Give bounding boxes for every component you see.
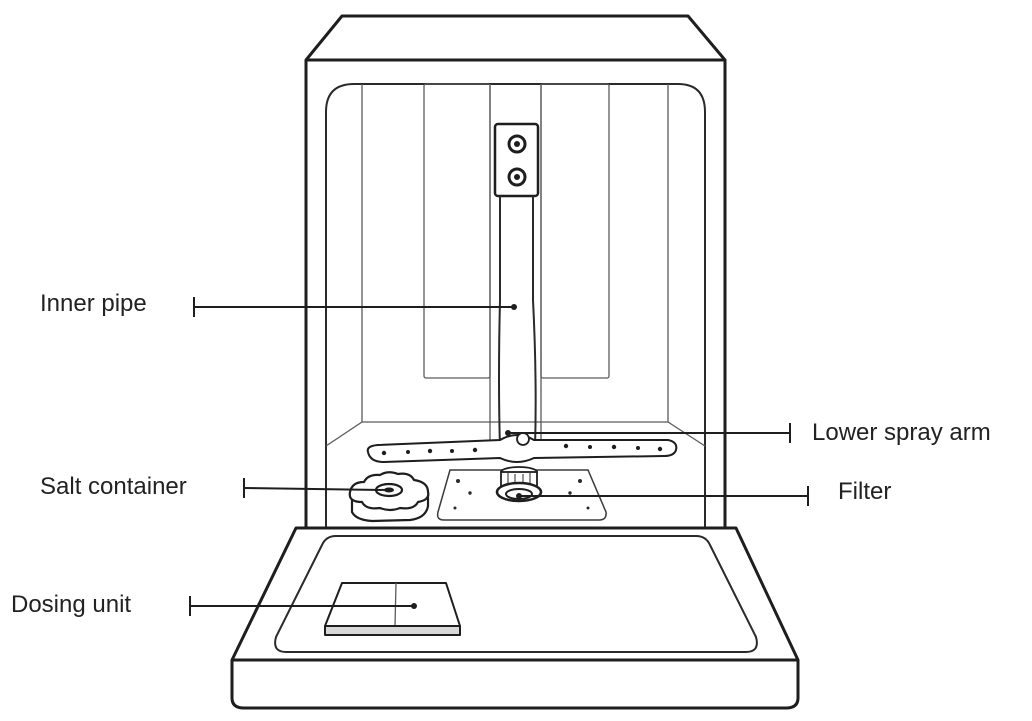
lower-spray-arm (366, 432, 678, 463)
label-filter: Filter (838, 478, 891, 505)
filter-plate-holes (453, 479, 590, 510)
pipe-connector-lower-hole-center (514, 174, 520, 180)
label-dosing-unit: Dosing unit (11, 591, 131, 618)
floor-left-corner (325, 421, 363, 447)
label-salt-container: Salt container (40, 473, 187, 500)
label-inner-pipe: Inner pipe (40, 290, 147, 317)
labels: Inner pipe Lower spray arm Salt containe… (11, 290, 991, 618)
filter-assembly (436, 466, 607, 521)
leader-lines (189, 297, 809, 616)
leader-inner-pipe-dot (511, 304, 517, 310)
pipe-connector-block (493, 122, 540, 198)
pipe-left-edge (498, 196, 501, 449)
leader-salt-container (243, 487, 387, 491)
spray-arm-body (366, 434, 678, 463)
salt-cap-hole (384, 487, 394, 493)
pipe-connector-upper-hole-center (514, 141, 520, 147)
leader-filter-dot (516, 493, 522, 499)
dosing-unit (324, 582, 461, 636)
dosing-unit-front (324, 625, 461, 636)
door-panel (230, 526, 800, 662)
door-front-edge (230, 660, 800, 710)
tub-opening (325, 83, 706, 528)
inner-pipe (493, 122, 540, 449)
spray-arm-nozzles (381, 443, 663, 456)
leader-dosing-unit-dot (411, 603, 417, 609)
dosing-unit-lid (324, 582, 461, 627)
back-wall-rib-left (423, 83, 491, 379)
leader-lower-spray-arm-dot (505, 430, 511, 436)
dosing-unit-divider (394, 582, 397, 627)
pipe-right-edge (532, 196, 537, 449)
door (230, 526, 800, 710)
salt-container (348, 471, 430, 523)
tub-interior (325, 83, 706, 528)
label-lower-spray-arm: Lower spray arm (812, 419, 991, 446)
back-wall-rib-right (540, 83, 610, 379)
spray-arm-hub (516, 432, 530, 446)
cabinet-top (304, 14, 727, 62)
door-inner-tray (274, 535, 758, 653)
